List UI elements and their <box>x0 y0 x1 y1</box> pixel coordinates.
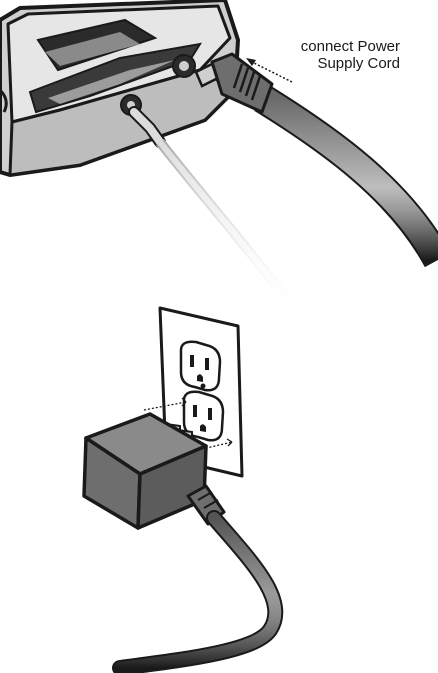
connect-power-callout: connect Power Supply Cord <box>262 38 400 72</box>
callout-line-2: Supply Cord <box>317 55 400 72</box>
power-adapter-icon <box>82 412 226 530</box>
coax-cable <box>128 106 305 323</box>
adapter-cord <box>112 510 284 673</box>
power-plug-icon <box>194 52 438 268</box>
insert-arrow-icon <box>246 58 293 83</box>
callout-line-1: connect Power <box>300 38 400 55</box>
device-icon <box>0 0 240 177</box>
